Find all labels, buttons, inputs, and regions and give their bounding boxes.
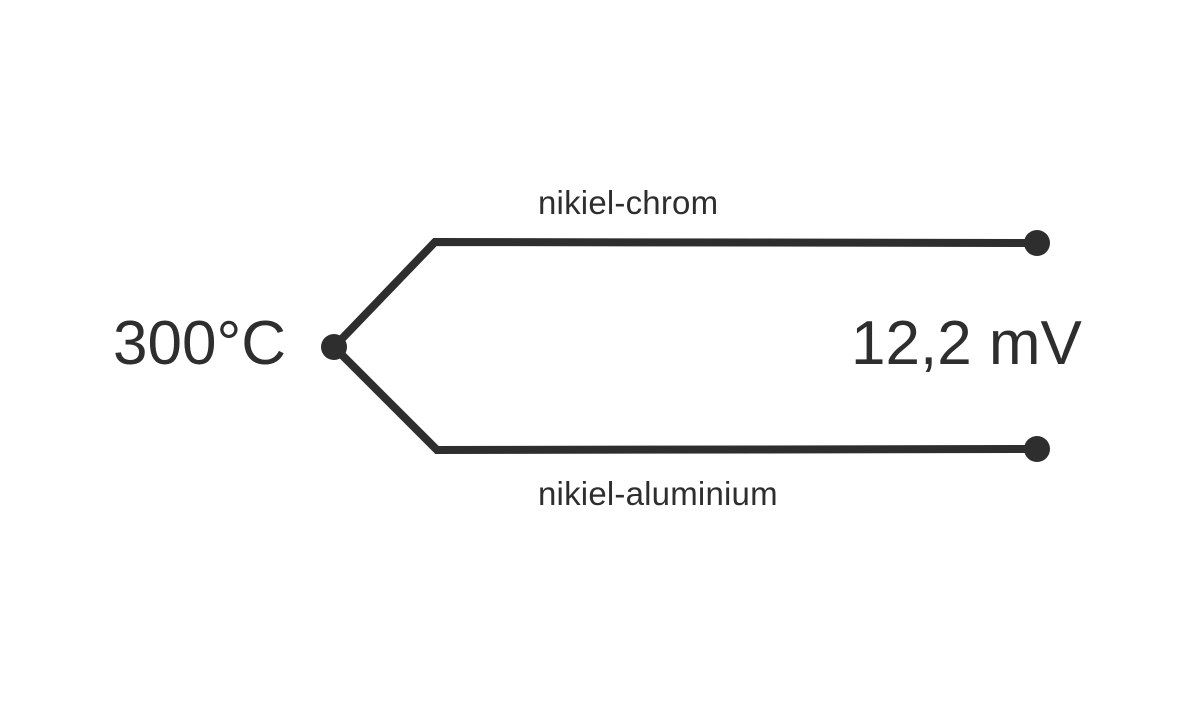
lower-conductor-label: nikiel-aluminium xyxy=(538,475,778,512)
lower-conductor-line xyxy=(331,344,1038,455)
output-voltage-label: 12,2 mV xyxy=(851,309,1082,378)
junction-temperature-label: 300°C xyxy=(113,309,287,378)
measurement-junction-node xyxy=(321,334,347,360)
upper-conductor-label: nikiel-chrom xyxy=(538,184,719,221)
upper-terminal-node xyxy=(1024,230,1050,256)
upper-conductor-line xyxy=(331,237,1038,350)
lower-terminal-node xyxy=(1024,436,1050,462)
